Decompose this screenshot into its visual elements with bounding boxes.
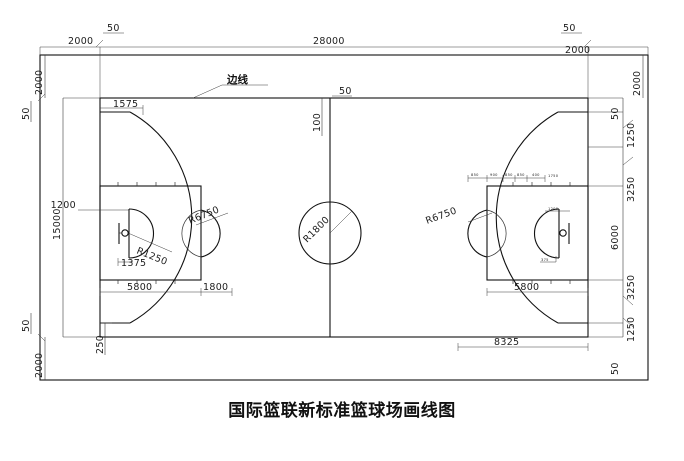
dim-right-line-width-top: 50 (610, 107, 621, 120)
right-basket-ring (559, 229, 567, 237)
dim-three-point-corner: 1575 (113, 99, 138, 110)
top-dimension-band: 28000 2000 50 2000 50 50 100 (39, 23, 649, 136)
dim-basket-center-offset: 1375 (121, 258, 146, 269)
right-free-throw-circle-far (467, 209, 488, 258)
svg-text:1750: 1750 (548, 174, 559, 178)
svg-text:900: 900 (490, 173, 498, 177)
svg-text:1200: 1200 (548, 207, 559, 211)
outer-boundary-rect (39, 54, 649, 381)
dim-left-line-width-top: 50 (21, 107, 32, 120)
dim-group-left-key-length: 5800 (99, 282, 202, 296)
dim-right-line-width-bottom: 50 (610, 362, 621, 375)
page-title: 国际篮联新标准篮球场画线图 (228, 401, 456, 421)
dim-group-three-point-corner: 1575 (100, 99, 144, 115)
dim-free-throw-offset: 1200 (51, 200, 76, 211)
dim-court-length: 28000 (313, 36, 345, 47)
dim-key-to-arc: 1800 (203, 282, 228, 293)
dim-center-circle-radius: R1800 (301, 215, 332, 246)
right-restricted-arc (534, 208, 560, 259)
svg-text:375: 375 (541, 258, 549, 262)
dim-top-margin-left: 2000 (68, 36, 93, 47)
dim-key-width: 6000 (610, 225, 621, 250)
dim-right-seg-1250-bottom: 1250 (626, 317, 637, 342)
center-circle (298, 201, 362, 265)
dim-left-margin-top: 2000 (34, 70, 45, 95)
dim-right-seg-3250-bottom: 3250 (626, 275, 637, 300)
svg-text:400: 400 (532, 173, 540, 177)
dim-right-three-point-radius: R6750 (424, 205, 458, 226)
svg-text:850: 850 (517, 173, 525, 177)
right-key-micro-dimension-cluster: 850 900 850 850 400 1750 (467, 173, 559, 182)
left-dimension-band: 15000 2000 50 2000 50 1200 250 (21, 55, 129, 380)
right-key-hash-marks-top (512, 182, 571, 186)
dim-center-line-width: 50 (339, 86, 352, 97)
dim-left-three-point-radius: R6750 (187, 204, 221, 226)
right-basket-micro-dimensions: 1200 375 (540, 207, 570, 263)
left-free-throw-circle-far (200, 209, 221, 258)
left-basket-ring (121, 229, 129, 237)
dim-top-margin-right: 2000 (565, 45, 590, 56)
dim-left-line-width-bottom: 50 (21, 319, 32, 332)
sideline-label: 边线 (226, 73, 248, 86)
dim-group-three-point-straight: 8325 (457, 337, 589, 351)
right-key-rect (486, 185, 589, 281)
sideline-callout: 边线 (192, 73, 268, 99)
dim-group-right-key-length: 5800 (486, 282, 589, 296)
court-playing-area-rect (99, 97, 589, 338)
dim-top-line-width-left: 50 (107, 23, 120, 34)
dim-baseline-offset: 250 (95, 335, 106, 354)
dim-group-key-to-arc: 1800 (201, 282, 233, 296)
dim-right-margin: 2000 (632, 71, 643, 96)
dim-left-margin-bottom: 2000 (34, 353, 45, 378)
dim-group-left-three-point-radius: R6750 (187, 204, 229, 227)
left-three-point-arc (129, 111, 193, 324)
left-key-hash-marks-top (117, 182, 176, 186)
right-free-throw-circle-near (486, 209, 507, 258)
left-free-throw-circle-near (181, 209, 202, 258)
dim-right-seg-3250-top: 3250 (626, 177, 637, 202)
dim-left-key-length: 5800 (127, 282, 152, 293)
left-key-rect (99, 185, 202, 281)
dim-right-seg-1250-top: 1250 (626, 123, 637, 148)
dim-center-offset: 100 (312, 113, 323, 132)
dim-right-key-length: 5800 (514, 282, 539, 293)
svg-text:850: 850 (471, 173, 479, 177)
left-restricted-arc (128, 208, 154, 259)
dim-group-basket-offset: 1375 (117, 258, 146, 269)
right-key-hash-marks-bottom (512, 280, 571, 284)
dim-top-line-width-right: 50 (563, 23, 576, 34)
dim-court-width: 15000 (52, 208, 63, 240)
dim-group-right-three-point-radius: R6750 (424, 205, 493, 227)
center-circle-radius-leader (329, 210, 353, 234)
right-dimension-band: 2000 50 1250 3250 6000 3250 1250 50 (588, 55, 644, 375)
dim-three-point-straight: 8325 (494, 337, 519, 348)
left-key-hash-marks-bottom (117, 280, 176, 284)
right-three-point-arc (495, 111, 559, 324)
svg-text:850: 850 (505, 173, 513, 177)
